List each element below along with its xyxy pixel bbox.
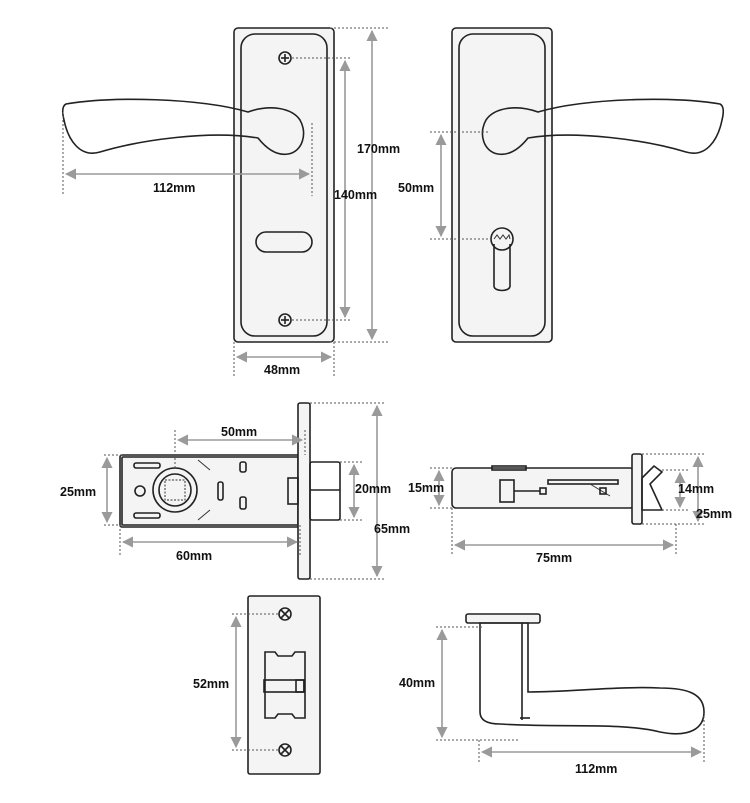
side-latch-faceplate <box>631 453 643 525</box>
back-cylinder-icon <box>490 227 514 292</box>
label-latch-length: 60mm <box>176 549 212 563</box>
label-latch-backset: 50mm <box>221 425 257 439</box>
strike-plate <box>247 595 321 775</box>
handle-profile-view: 40mm 112mm <box>399 613 705 776</box>
label-front-plate-width: 48mm <box>264 363 300 377</box>
label-handle-height: 40mm <box>399 676 435 690</box>
front-lever-handle <box>61 98 305 156</box>
front-bottom-screw-icon <box>278 313 292 327</box>
label-side-face-bottom: 25mm <box>696 507 732 521</box>
front-top-screw-icon <box>278 51 292 65</box>
back-lever-handle <box>481 98 725 156</box>
strike-bottom-screw-icon <box>278 743 292 757</box>
handle-rose-plate <box>465 613 541 624</box>
label-side-length: 75mm <box>536 551 572 565</box>
label-front-screw-spacing: 140mm <box>334 188 377 202</box>
label-handle-length: 112mm <box>575 762 617 776</box>
back-view: 50mm <box>398 27 725 343</box>
side-latch-bolt <box>641 464 664 511</box>
latch-faceplate <box>297 402 311 580</box>
label-back-cylinder-offset: 50mm <box>398 181 434 195</box>
label-front-height-total: 170mm <box>357 142 400 156</box>
label-latch-face-height: 65mm <box>374 522 410 536</box>
back-backplate <box>451 27 553 343</box>
label-latch-bolt-height: 20mm <box>355 482 391 496</box>
front-backplate <box>233 27 335 343</box>
strike-top-screw-icon <box>278 607 292 621</box>
latch-bolt <box>309 461 341 521</box>
label-front-width: 112mm <box>153 181 195 195</box>
front-thumb-slot <box>255 231 313 253</box>
label-side-bolt-height: 15mm <box>408 481 444 495</box>
latch-top-view: 50mm 25mm 20mm 65mm 60mm <box>60 402 410 580</box>
label-side-face-top: 14mm <box>678 482 714 496</box>
handle-profile <box>479 622 705 735</box>
strike-plate-view: 52mm <box>193 595 321 775</box>
label-latch-body-height: 25mm <box>60 485 96 499</box>
latch-side-view: 15mm 14mm 25mm 75mm <box>408 453 732 565</box>
latch-body <box>119 454 301 528</box>
strike-opening <box>264 651 306 719</box>
label-strike-screw-spacing: 52mm <box>193 677 229 691</box>
front-view: 112mm 170mm 140mm 48mm <box>61 27 400 378</box>
